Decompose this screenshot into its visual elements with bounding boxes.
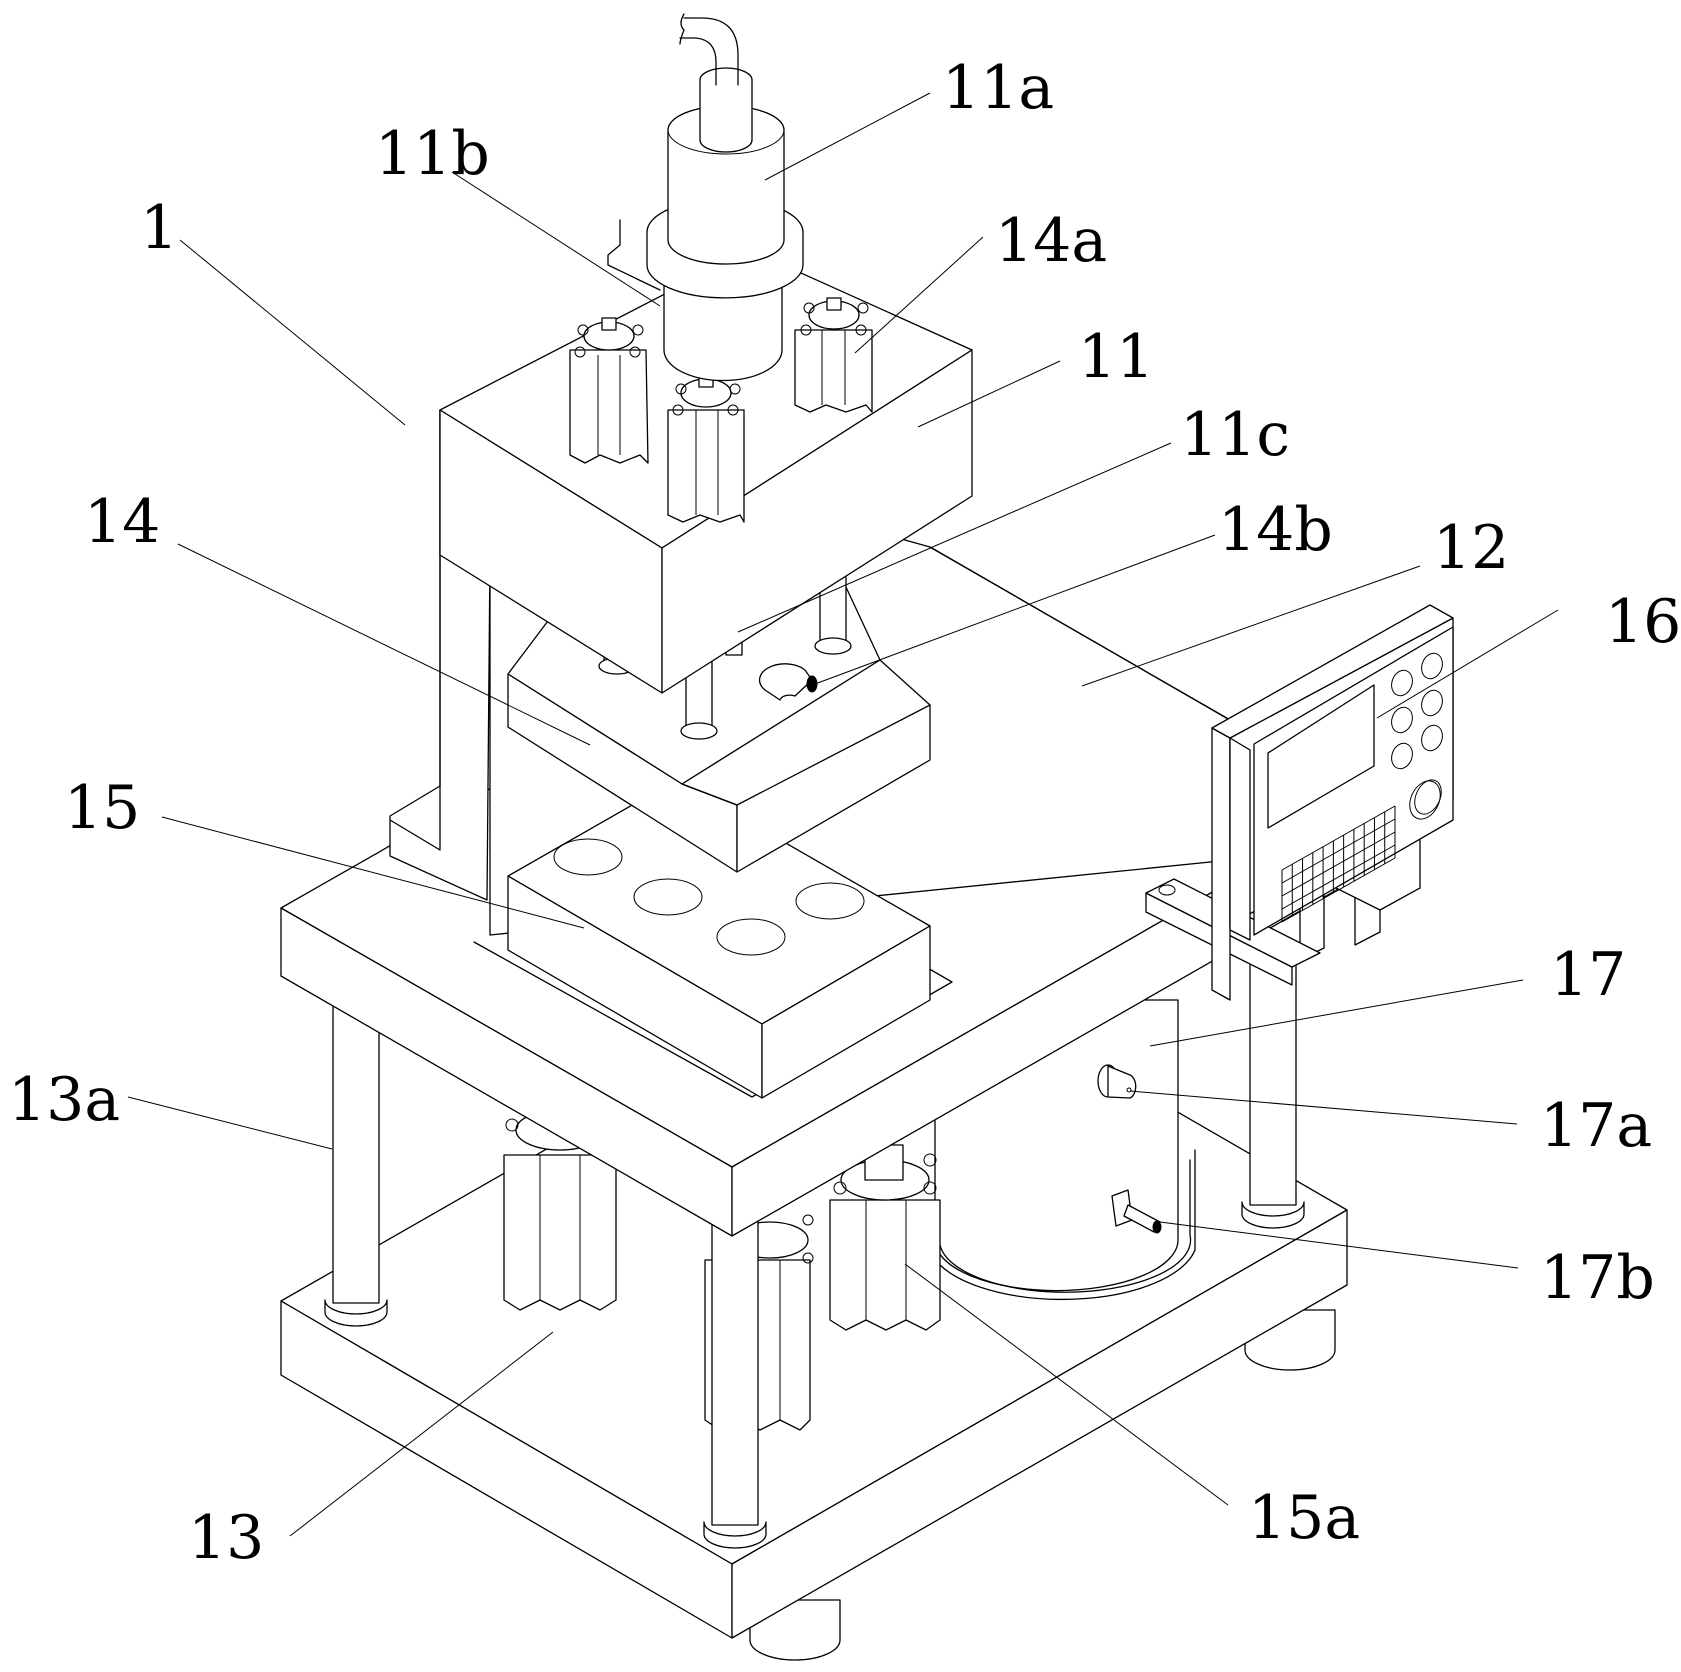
- drain-17b: [1111, 1189, 1162, 1234]
- guide-cylinder: [569, 317, 649, 464]
- guide-cylinder: [667, 374, 745, 523]
- callout-17a: 17a: [1540, 1091, 1652, 1161]
- callout-13a: 13a: [8, 1065, 120, 1135]
- keypad-grid-line: [1281, 805, 1396, 871]
- die-cavity: [553, 838, 623, 876]
- callout-17b: 17b: [1540, 1243, 1655, 1313]
- callout-17: 17: [1550, 940, 1626, 1010]
- lift-cylinder: [829, 1144, 941, 1331]
- callout-1: 1: [140, 193, 178, 263]
- callout-13: 13: [188, 1503, 264, 1573]
- callout-11a: 11a: [942, 53, 1054, 123]
- control-panel-16: [1145, 604, 1454, 1001]
- keypad-grid-line: [1281, 818, 1396, 884]
- callout-11: 11: [1078, 322, 1154, 392]
- leader-lines: [127, 92, 1559, 1537]
- columns-13a: [324, 959, 1305, 1549]
- callout-11c: 11c: [1180, 400, 1290, 470]
- callout-14a: 14a: [995, 206, 1107, 276]
- lower-die-15: [473, 779, 953, 1099]
- callout-16: 16: [1605, 587, 1681, 657]
- guide-cylinders-14a: [569, 297, 873, 523]
- keypad: [1281, 805, 1396, 923]
- guide-cylinder: [794, 297, 873, 413]
- keypad-grid-line: [1281, 844, 1396, 910]
- die-cavity: [716, 918, 786, 956]
- keypad-grid-line: [1281, 857, 1396, 923]
- keypad-grid-line: [1281, 831, 1396, 897]
- callout-14: 14: [84, 487, 160, 557]
- callout-15: 15: [64, 773, 140, 843]
- die-cavity: [633, 878, 703, 916]
- callout-12: 12: [1433, 513, 1509, 583]
- callout-11b: 11b: [375, 119, 490, 189]
- screen: [1267, 684, 1375, 829]
- callout-14b: 14b: [1218, 495, 1333, 565]
- callout-15a: 15a: [1248, 1483, 1360, 1553]
- callout-labels: 1 11b 11a 14a 11 11c 14 14b 12 16 15 17 …: [8, 53, 1681, 1573]
- die-cavity: [795, 882, 865, 920]
- fitting-14b: [758, 663, 818, 701]
- main-cylinder-11: [607, 13, 804, 382]
- outlet-17a: [1097, 1064, 1137, 1099]
